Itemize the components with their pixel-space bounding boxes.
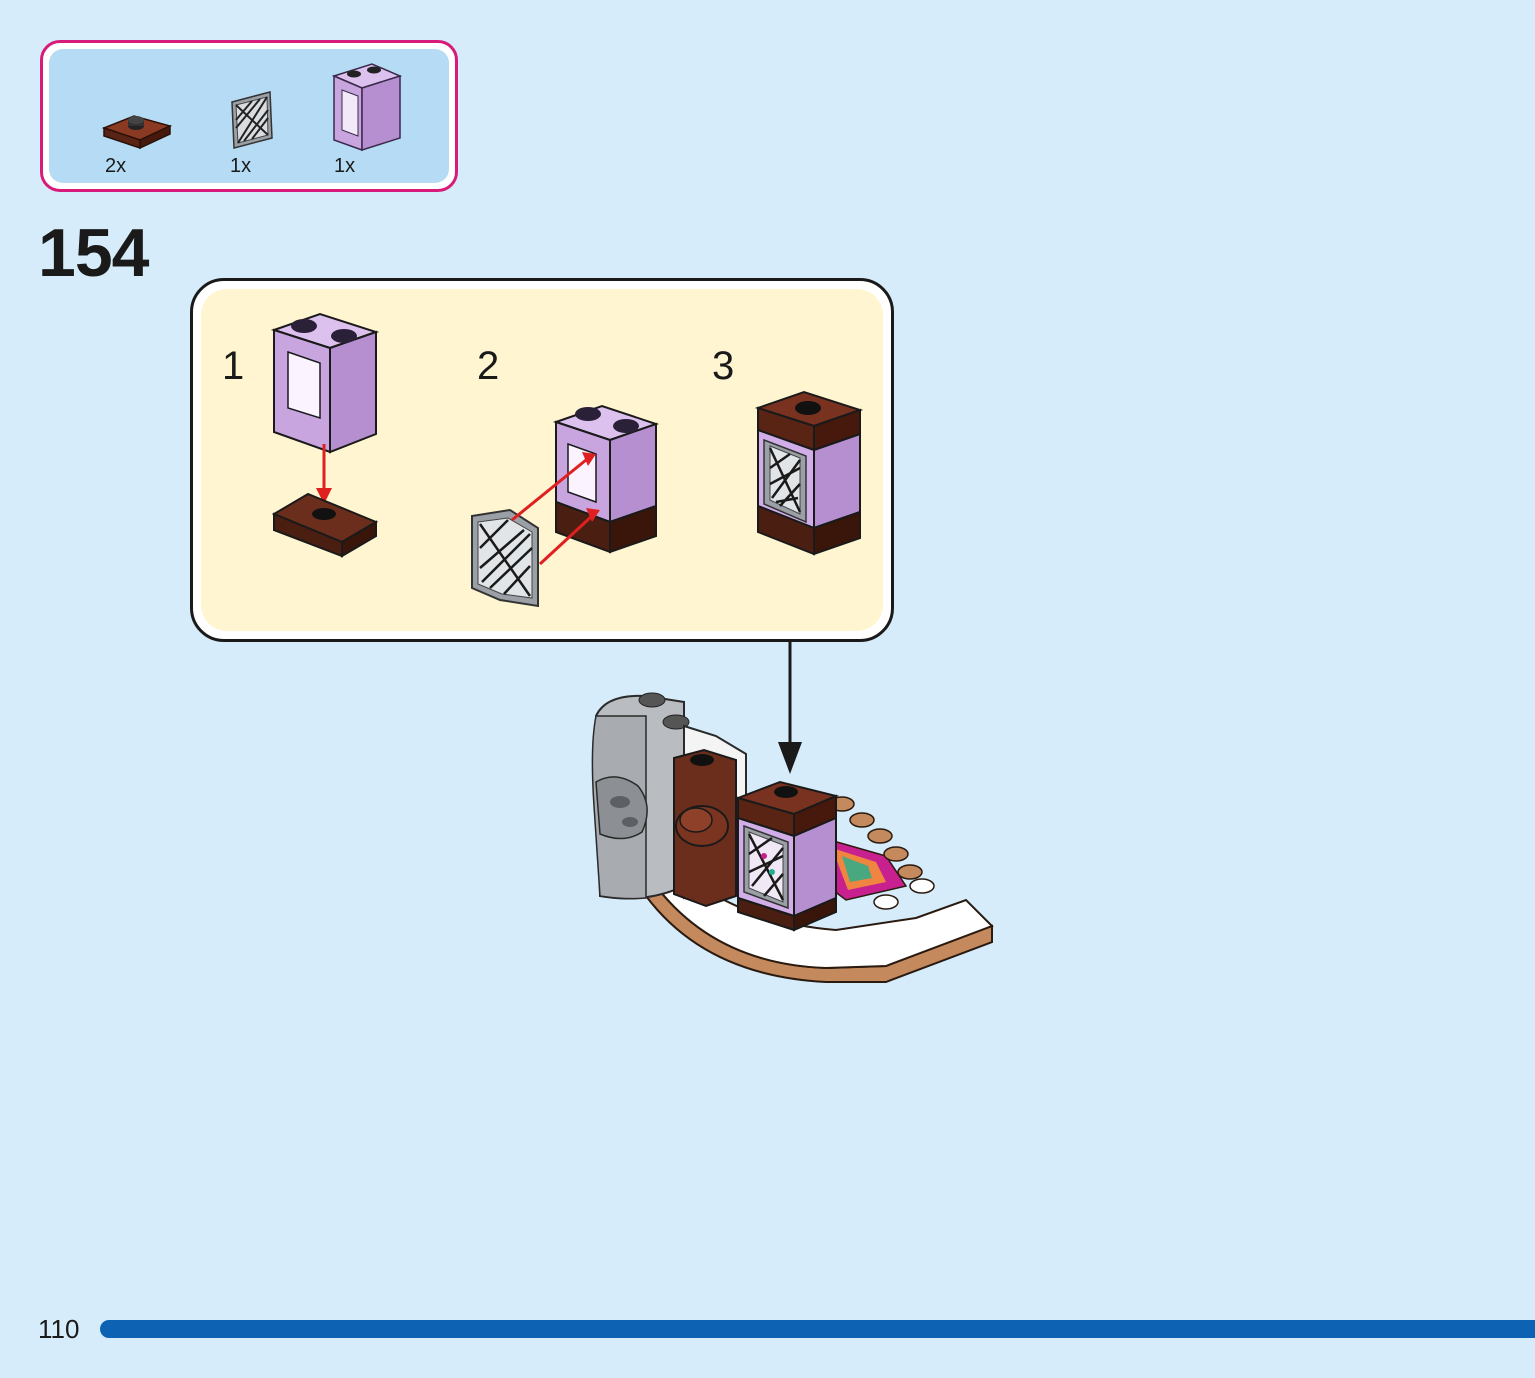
substep-3-illustration — [754, 390, 864, 556]
part-qty: 2x — [105, 155, 127, 177]
lavender-window-frame-icon — [331, 63, 403, 152]
substep-label-1: 1 — [222, 344, 245, 388]
substep-label-3: 3 — [712, 344, 735, 388]
window-glass-lattice-icon — [231, 91, 273, 149]
substep-label-2: 2 — [477, 344, 500, 388]
placement-arrow — [778, 642, 802, 774]
step-number: 154 — [38, 215, 149, 291]
page-progress-bar — [100, 1320, 1535, 1338]
model-assembly-illustration — [591, 692, 994, 983]
substep-1-illustration — [270, 312, 380, 558]
part-qty: 1x — [230, 155, 252, 177]
substep-2-illustration — [471, 404, 660, 608]
page-number: 110 — [38, 1314, 80, 1344]
brown-plate-1x2-jumper-icon — [101, 115, 173, 150]
part-qty: 1x — [334, 155, 356, 177]
